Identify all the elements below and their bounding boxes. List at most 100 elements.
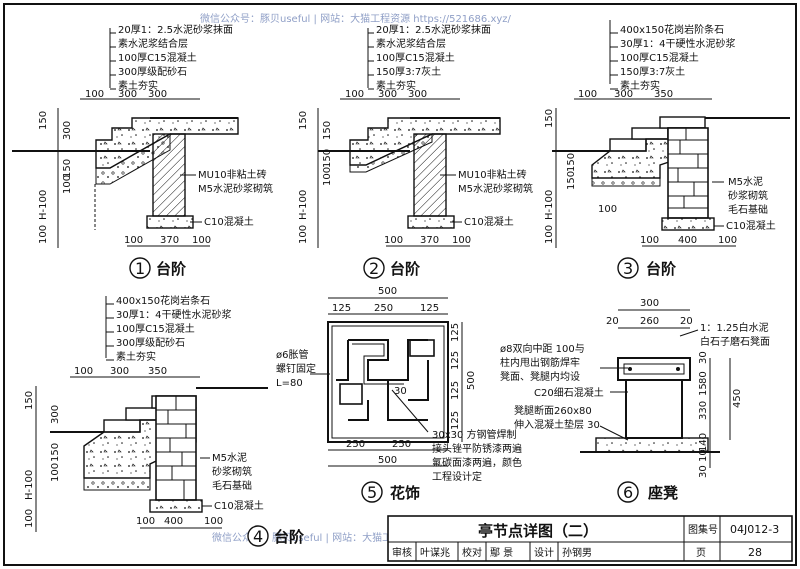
page-number: 28 — [748, 546, 762, 559]
d6-note-left-2: 柱内甩出钢筋焊牢 — [500, 356, 580, 369]
d6-number: 6 — [623, 483, 633, 502]
d3-dim-top-3: 350 — [654, 89, 673, 100]
d6-number-circle — [617, 481, 639, 503]
d6-dim-right2-3: 30 — [698, 465, 709, 478]
d4-layer-3: 100厚C15混凝土 — [116, 322, 195, 335]
d4-dim-top-3: 350 — [148, 366, 167, 377]
d2-dim-bot-1: 100 — [384, 235, 403, 246]
d5-dim-right-4: 125 — [450, 411, 461, 430]
d3-title: 台阶 — [646, 260, 677, 278]
d6-dim-top-total: 300 — [640, 298, 659, 309]
d5-note-right-4: 工程设计定 — [432, 470, 482, 483]
d4-footing: C10混凝土 — [214, 499, 264, 512]
d3-dim-left-1: 150 — [544, 109, 555, 128]
d5-dim-bot-1: 250 — [346, 439, 365, 450]
d1-dim-left-6: 100 — [62, 175, 73, 194]
d4-dim-left-5: 150 — [50, 443, 61, 462]
d6-note-left-1: ø8双向中距 100与 — [500, 342, 585, 355]
atlas-label: 图集号 — [688, 523, 718, 536]
d2-dim-left-4: 150 — [322, 121, 333, 140]
d6-title: 座凳 — [647, 484, 678, 502]
designer-name: 孙钢男 — [562, 546, 592, 559]
d5-dim-right-1: 125 — [450, 323, 461, 342]
reviewer-label: 审核 — [392, 546, 412, 559]
d1-dim-top-3: 300 — [148, 89, 167, 100]
d2-wall-1: MU10非粘土砖 — [458, 168, 527, 181]
d2-dim-left-6: 100 — [322, 167, 333, 186]
d5-dim-top-3: 125 — [420, 303, 439, 314]
atlas-number: 04J012-3 — [730, 523, 779, 536]
d1-dim-left-2: H-100 — [38, 190, 49, 220]
d5-title: 花饰 — [390, 484, 420, 502]
d1-dim-bot-2: 370 — [160, 235, 179, 246]
d1-layer-4: 300厚级配砂石 — [118, 65, 187, 78]
d3-footing: C10混凝土 — [726, 219, 776, 232]
d4-layer-5: 素土夯实 — [116, 350, 156, 363]
d3-dim-left-4: 150 — [566, 153, 577, 172]
d5-dim-right-2: 125 — [450, 351, 461, 370]
detail-4: 400x150花岗岩条石 30厚1：4干硬性水泥砂浆 100厚C15混凝土 30… — [24, 294, 305, 547]
d5-note-right-3: 氟碳面漆两遍，颜色 — [432, 456, 522, 469]
d5-note-left-1: ø6胀管 — [276, 348, 308, 361]
d6-leg-1: 凳腿断面260x80 — [514, 404, 592, 417]
d5-note-left-2: 螺钉固定 — [276, 362, 316, 375]
d3-rubble-wall — [667, 127, 709, 219]
d4-layer-2: 30厚1：4干硬性水泥砂浆 — [116, 308, 231, 321]
watermark-top: 微信公众号：豚贝useful | 网站：大猫工程资源 https://52168… — [200, 12, 512, 25]
d2-footing: C10混凝土 — [464, 215, 514, 228]
d1-title: 台阶 — [156, 260, 187, 278]
d4-number: 4 — [253, 527, 263, 546]
d6-dim-right2-2: 10 — [698, 449, 709, 462]
d1-dim-bot-1: 100 — [124, 235, 143, 246]
d4-dim-top-1: 100 — [74, 366, 93, 377]
d3-dim-left-3: 100 — [544, 225, 555, 244]
d6-dim-top-1: 20 — [606, 316, 619, 327]
d2-number: 2 — [369, 259, 379, 278]
detail-3: 400x150花岗岩阶条石 30厚1：4干硬性水泥砂浆 100厚C15混凝土 1… — [544, 20, 790, 279]
d4-dim-bot-2: 400 — [164, 516, 183, 527]
d3-number-circle — [617, 257, 639, 279]
d2-dim-bot-3: 100 — [452, 235, 471, 246]
reviewer-name: 叶谋兆 — [420, 547, 450, 559]
d3-layer-3: 100厚C15混凝土 — [620, 51, 699, 64]
d2-dim-left-3: 100 — [298, 225, 309, 244]
d3-dim-bot-2: 400 — [678, 235, 697, 246]
d2-dim-top-2: 300 — [378, 89, 397, 100]
d6-dim-right-4: 330 — [698, 401, 709, 420]
d4-dim-bot-3: 100 — [204, 516, 223, 527]
d6-dim-top-2: 260 — [640, 316, 659, 327]
designer-label: 设计 — [534, 546, 554, 559]
d2-dim-top-3: 300 — [408, 89, 427, 100]
d2-title: 台阶 — [390, 260, 421, 278]
d3-wall-1: M5水泥 — [728, 175, 763, 188]
d1-footing: C10混凝土 — [204, 215, 254, 228]
d6-leg — [625, 379, 683, 439]
d5-dim-top-1: 125 — [332, 303, 351, 314]
d3-dim-top-2: 300 — [614, 89, 633, 100]
d5-dim-top-total: 500 — [378, 286, 397, 297]
d3-number: 3 — [623, 259, 633, 278]
d4-wall-1: M5水泥 — [212, 451, 247, 464]
d4-wall-3: 毛石基础 — [212, 479, 252, 492]
d4-rubble-wall — [155, 395, 197, 501]
d5-note-right-1: 30x30 方钢管焊制 — [432, 428, 517, 441]
d2-layer-3: 100厚C15混凝土 — [376, 51, 455, 64]
d1-dim-left-4: 300 — [62, 121, 73, 140]
d3-layer-2: 30厚1：4干硬性水泥砂浆 — [620, 37, 735, 50]
d6-concrete: C20细石混凝土 — [534, 386, 604, 399]
d6-note-top-1: 1：1.25白水泥 — [700, 321, 769, 334]
d5-dim-bot-2: 250 — [392, 439, 411, 450]
d5-note-right-2: 接头锉平防锈漆两遍 — [432, 442, 522, 455]
d2-layer-1: 20厚1：2.5水泥砂浆抹面 — [376, 23, 491, 36]
d3-dim-top-1: 100 — [578, 89, 597, 100]
d3-dim-left-2: H-100 — [544, 190, 555, 220]
d6-note-left-3: 凳面、凳腿内均设 — [500, 370, 580, 383]
d5-dim-bot-total: 500 — [378, 455, 397, 466]
d4-dim-left-6: 100 — [50, 463, 61, 482]
d5-number-circle — [361, 481, 383, 503]
detail-2: 20厚1：2.5水泥砂浆抹面 素水泥浆结合层 100厚C15混凝土 150厚3:… — [298, 23, 533, 279]
d2-dim-left-1: 150 — [298, 111, 309, 130]
d6-dim-right2-1: 140 — [698, 433, 709, 452]
